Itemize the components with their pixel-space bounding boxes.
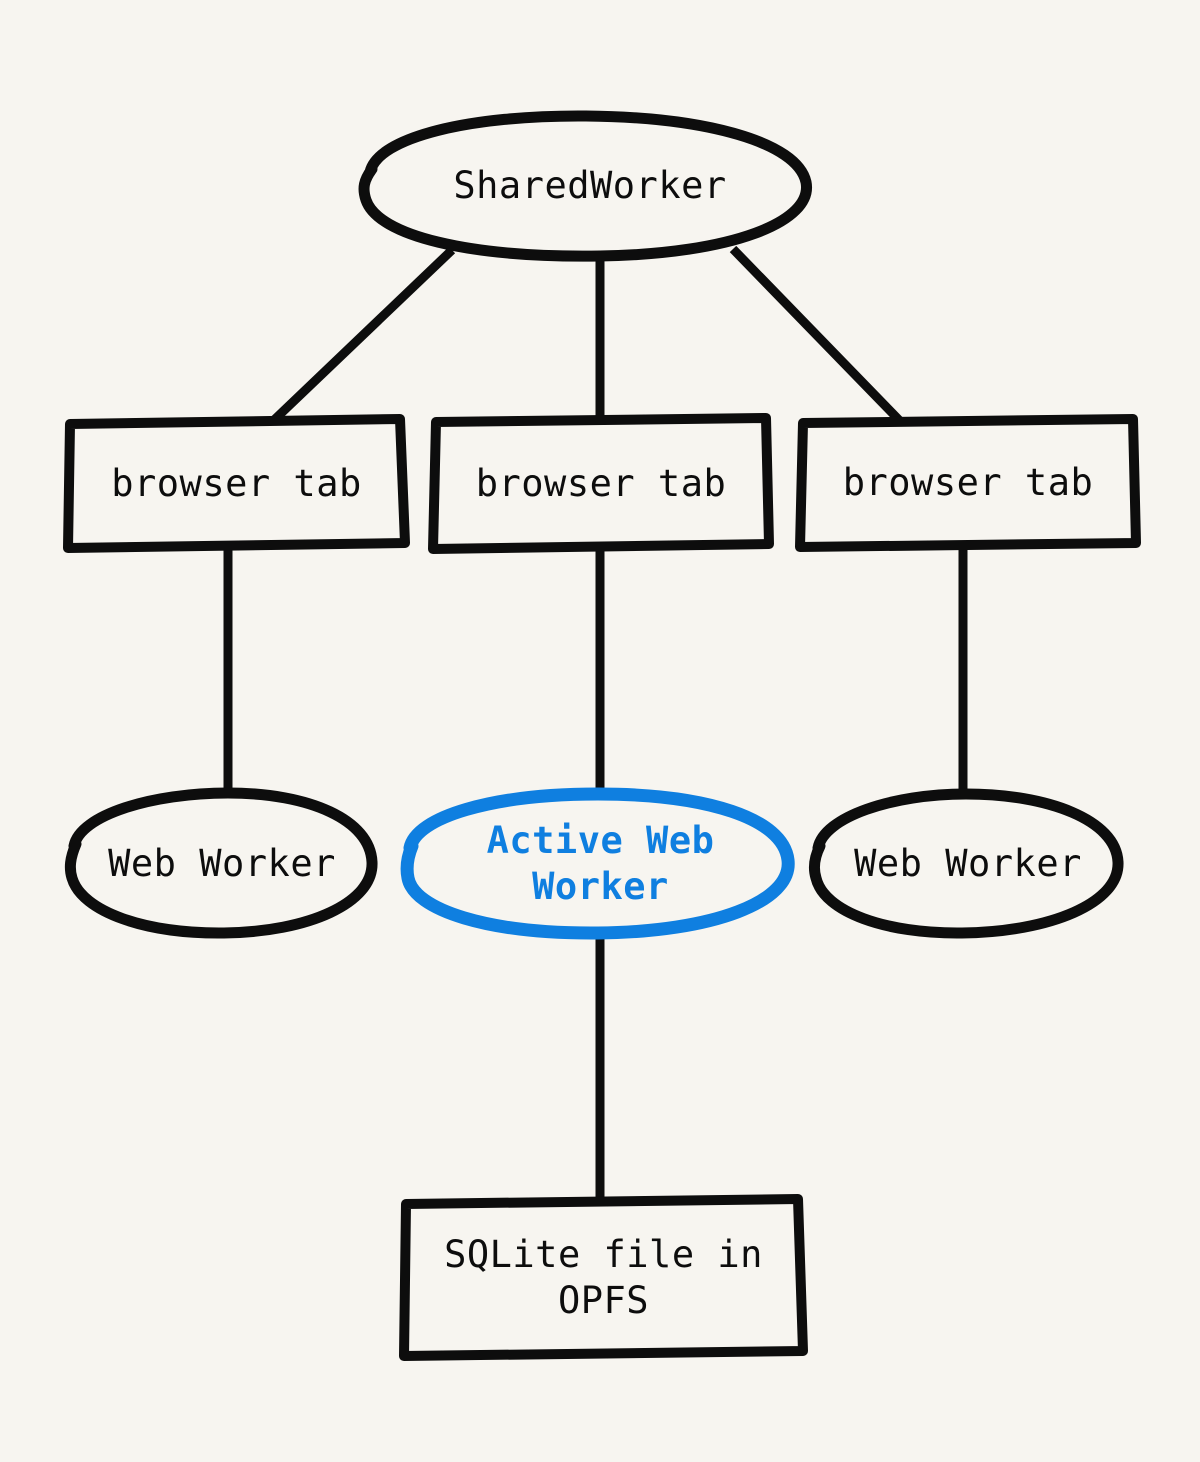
node-shared-worker[interactable] — [358, 110, 812, 262]
node-sqlite-file[interactable] — [399, 1194, 808, 1361]
web-worker-right-ellipse-shape — [808, 788, 1124, 939]
active-web-worker-ellipse-shape — [400, 787, 795, 940]
sqlite-file-rect-shape — [399, 1194, 808, 1361]
node-browser-tab-right[interactable] — [795, 414, 1141, 552]
node-browser-tab-left[interactable] — [63, 414, 410, 553]
node-web-worker-left[interactable] — [64, 787, 378, 939]
browser-tab-left-rect-shape — [63, 414, 410, 553]
browser-tab-right-rect-shape — [795, 414, 1141, 552]
edge-sharedworker-to-browser-tab-right — [729, 245, 904, 425]
node-active-web-worker[interactable] — [400, 787, 795, 940]
web-worker-left-ellipse-shape — [64, 787, 378, 939]
edge-sharedworker-to-browser-tab-left — [269, 246, 456, 425]
node-browser-tab-center[interactable] — [428, 413, 774, 554]
browser-tab-center-rect-shape — [428, 413, 774, 554]
node-web-worker-right[interactable] — [808, 788, 1124, 939]
shared-worker-ellipse-shape — [358, 110, 812, 262]
edge-group — [223, 245, 968, 1205]
